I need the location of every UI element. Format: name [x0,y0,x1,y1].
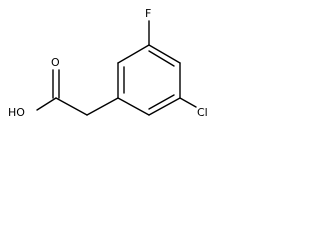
fluorine-atom-label: F [145,7,151,20]
ring-bond-c6-c1 [117,97,150,116]
chlorine-atom-label: Cl [197,106,208,119]
bond-ch2-to-carbonyl [55,97,88,116]
ring-bond-c2-c3 [117,44,150,64]
chemical-structure-diagram: F Cl O HO [8,7,208,119]
ring-bond-c3-c4 [148,44,181,64]
benzene-ring [117,44,181,116]
ring-double-bond-inner-top [148,50,175,67]
bond-carbonyl-to-hydroxyl [36,97,57,111]
ring-double-bond-inner-bottom [148,94,175,110]
carbonyl-oxygen-atom-label: O [51,56,60,69]
bond-ring-to-chlorine [179,97,197,108]
bond-ring-to-ch2 [86,97,119,116]
hydroxyl-group-label: HO [8,106,25,119]
ring-bond-c5-c6 [148,97,181,116]
